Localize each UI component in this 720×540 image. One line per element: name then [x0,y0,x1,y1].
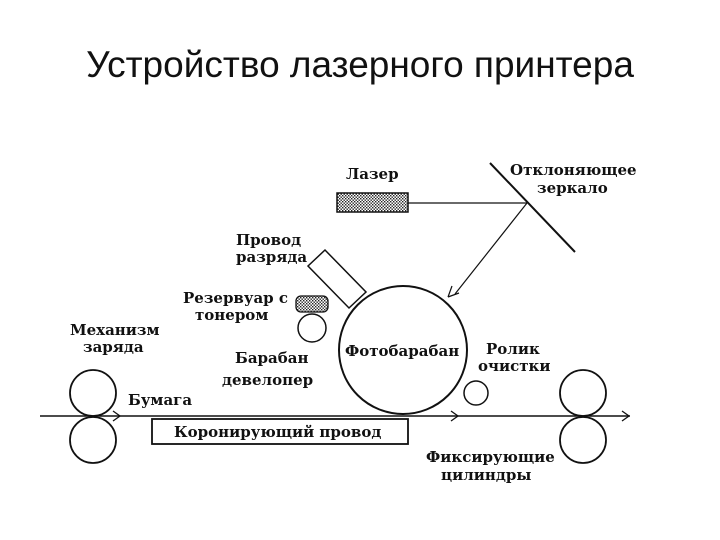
discharge-wire [306,248,368,310]
laser-label: Лазер [346,165,399,183]
charge-roller-top [69,369,117,417]
paper-label: Бумага [128,391,192,409]
paper-arrow-1 [112,410,122,422]
charge-mechanism-label-line1: Механизм [70,321,160,339]
developer-drum [297,313,327,343]
mirror-label-line1: Отклоняющее [510,161,637,179]
paper-arrow-2 [450,410,460,422]
cleaning-roller [463,380,489,406]
toner-reservoir-label-line1: Резервуар с [183,289,288,307]
paper-arrow-3 [621,410,631,422]
fixing-roller-top [559,369,607,417]
discharge-wire-label-line1: Провод [236,231,301,249]
photo-drum-label: Фотобарабан [345,342,459,360]
developer-drum-label-line2: девелопер [222,371,313,389]
cleaning-roller-label-line2: очистки [478,357,551,375]
reflected-beam-arrowhead [447,285,460,298]
charge-mechanism-label-line2: заряда [83,338,144,356]
fixing-roller-bottom [559,416,607,464]
laser-unit [336,192,409,213]
corona-wire-label: Коронирующий провод [174,423,381,441]
photo-drum [338,285,468,415]
discharge-wire-label-line2: разряда [236,248,307,266]
developer-drum-label-line1: Барабан [235,349,308,367]
toner-reservoir-label-line2: тонером [195,306,268,324]
cleaning-roller-label-line1: Ролик [486,340,540,358]
slide-title: Устройство лазерного принтера [86,44,634,85]
charge-roller-bottom [69,416,117,464]
fixing-rollers-label-line1: Фиксирующие [426,448,555,466]
fixing-rollers-label-line2: цилиндры [441,466,531,484]
reflected-beam [454,202,528,295]
mirror-label-line2: зеркало [537,179,608,197]
toner-reservoir [295,295,329,313]
deflecting-mirror [489,162,576,253]
corona-wire [151,418,409,445]
